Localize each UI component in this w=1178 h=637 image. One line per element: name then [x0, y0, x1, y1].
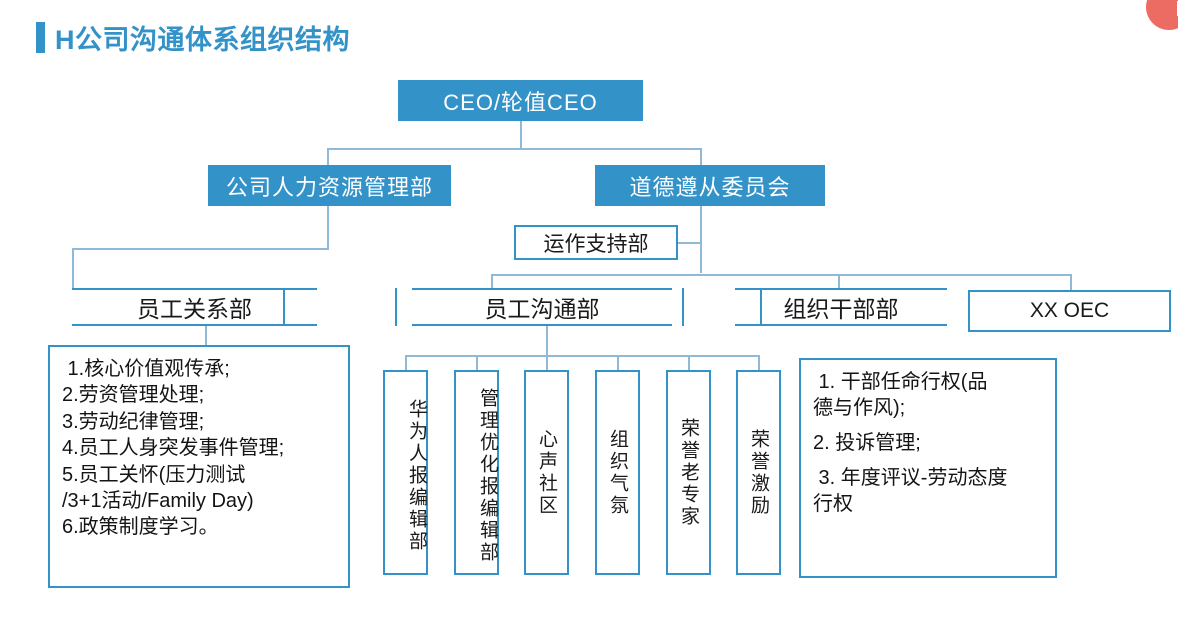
- duty-line: 2.劳资管理处理;: [62, 384, 205, 407]
- connector-ops-link: [676, 242, 702, 244]
- node-hr-dept[interactable]: 公司人力资源管理部: [208, 165, 451, 206]
- connector-drop-org-cadre: [838, 274, 840, 290]
- node-ethics-committee-label: 道德遵从委员会: [629, 174, 791, 200]
- node-ceo-label: CEO/轮值CEO: [443, 89, 598, 115]
- node-honorary-senior-expert-label: 荣誉老专家: [678, 417, 699, 528]
- connector-ethics-stem: [700, 205, 702, 273]
- divider-rule-2: [395, 288, 397, 326]
- title-accent-bar: [36, 22, 45, 53]
- node-mgmt-optimization-editorial-label: 管理优化报编辑部: [477, 387, 498, 564]
- node-ops-support-label: 运作支持部: [543, 232, 649, 256]
- node-org-atmosphere-label: 组织气氛: [607, 428, 628, 517]
- node-honorary-senior-expert[interactable]: 荣誉老专家: [666, 370, 711, 575]
- node-xx-oec-label: XX OEC: [1029, 299, 1110, 322]
- connector-drop-chip-3: [546, 355, 548, 371]
- page-title: H公司沟通体系组织结构: [36, 18, 350, 57]
- divider-rule-3: [682, 288, 684, 326]
- node-xx-oec[interactable]: XX OEC: [968, 290, 1171, 332]
- panel-org-cadre-duties: 1. 干部任命行权(品 德与作风); 2. 投诉管理; 3. 年度评议-劳动态度…: [799, 358, 1057, 578]
- connector-level3-bus: [491, 274, 1071, 276]
- panel-employee-relations-duties: 1.核心价值观传承; 2.劳资管理处理; 3.劳动纪律管理; 4.员工人身突发事…: [48, 345, 350, 588]
- node-huawei-people-editorial-label: 华为人报编辑部: [406, 398, 427, 553]
- node-xinsheng-community-label: 心声社区: [536, 428, 557, 517]
- connector-hr-stem: [327, 205, 329, 249]
- node-employee-relations[interactable]: 员工关系部: [72, 288, 317, 326]
- connector-drop-chip-4: [617, 355, 619, 371]
- connector-communication-stem: [546, 326, 548, 356]
- node-ethics-committee[interactable]: 道德遵从委员会: [595, 165, 825, 206]
- node-huawei-people-editorial[interactable]: 华为人报编辑部: [383, 370, 428, 575]
- node-mgmt-optimization-editorial[interactable]: 管理优化报编辑部: [454, 370, 499, 575]
- node-employee-relations-label: 员工关系部: [137, 296, 252, 322]
- node-org-cadre-label: 组织干部部: [783, 296, 899, 322]
- duty-line: 德与作风);: [813, 397, 906, 419]
- connector-drop-chip-2: [476, 355, 478, 371]
- connector-drop-employee-communication: [491, 274, 493, 290]
- notification-badge-icon[interactable]: [1146, 0, 1178, 30]
- connector-drop-chip-5: [688, 355, 690, 371]
- duty-line: /3+1活动/Family Day): [62, 489, 254, 512]
- connector-hr-bus: [72, 248, 329, 250]
- duty-line: 5.员工关怀(压力测试: [62, 463, 246, 486]
- duty-line: 6.政策制度学习。: [62, 516, 219, 539]
- connector-ceo-stem: [520, 120, 522, 149]
- node-honor-incentive[interactable]: 荣誉激励: [736, 370, 781, 575]
- node-employee-communication[interactable]: 员工沟通部: [412, 288, 672, 326]
- connector-employee-relations-stem: [205, 326, 207, 346]
- duty-line: 1. 干部任命行权(品: [813, 371, 988, 393]
- connector-ceo-bus: [327, 148, 702, 150]
- node-ops-support[interactable]: 运作支持部: [514, 225, 678, 260]
- connector-drop-hr: [327, 148, 329, 166]
- duty-line: 4.员工人身突发事件管理;: [62, 437, 285, 460]
- node-ceo[interactable]: CEO/轮值CEO: [398, 80, 643, 121]
- page-title-text: H公司沟通体系组织结构: [55, 25, 350, 55]
- connector-drop-chip-6: [758, 355, 760, 371]
- duty-line: 3. 年度评议-劳动态度: [813, 467, 1008, 489]
- divider-rule-4: [760, 288, 762, 326]
- duty-line: 3.劳动纪律管理;: [62, 410, 205, 433]
- connector-chips-bus: [405, 355, 758, 357]
- node-honor-incentive-label: 荣誉激励: [748, 428, 769, 517]
- node-org-cadre[interactable]: 组织干部部: [735, 288, 947, 326]
- node-employee-communication-label: 员工沟通部: [484, 296, 600, 322]
- duty-line: 2. 投诉管理;: [813, 432, 921, 454]
- divider-rule-1: [283, 288, 285, 326]
- node-xinsheng-community[interactable]: 心声社区: [524, 370, 569, 575]
- node-hr-dept-label: 公司人力资源管理部: [225, 174, 433, 200]
- connector-drop-xx-oec: [1070, 274, 1072, 294]
- duty-line: 行权: [813, 493, 853, 515]
- connector-drop-chip-1: [405, 355, 407, 371]
- duty-line: 1.核心价值观传承;: [62, 358, 230, 380]
- connector-drop-ethics: [700, 148, 702, 166]
- node-org-atmosphere[interactable]: 组织气氛: [595, 370, 640, 575]
- connector-drop-employee-relations: [72, 248, 74, 290]
